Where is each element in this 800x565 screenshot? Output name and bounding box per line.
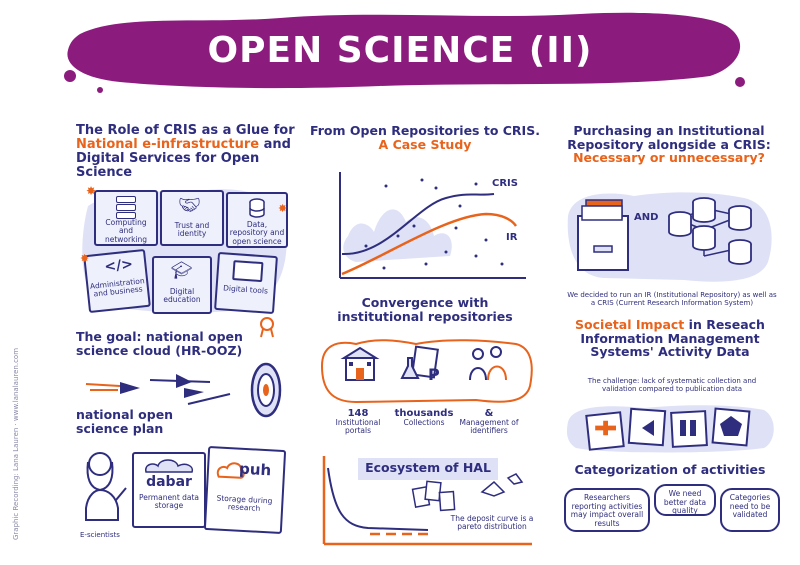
- spark-icon: ✸: [80, 252, 90, 265]
- right-heading: Purchasing an Institutional Repository a…: [562, 124, 776, 165]
- card-data: Data, repository and open science: [226, 192, 288, 248]
- escientists-label: E-scientists: [80, 531, 120, 539]
- cris-label: CRIS: [492, 178, 518, 189]
- card-education-label: Digital education: [163, 287, 201, 305]
- flask-document-icon: P: [400, 345, 440, 384]
- server-icon: [116, 196, 136, 219]
- ir-label: IR: [506, 232, 518, 243]
- stat-portals-value: 148: [347, 408, 369, 419]
- card-computing-label: Computing and networking: [104, 218, 148, 244]
- plan-heading: national open science plan: [76, 407, 174, 436]
- stat-identifiers-value: &: [484, 408, 494, 419]
- dabar-caption: Permanent data storage: [138, 493, 200, 511]
- categorization-heading: Categorization of activities: [574, 462, 766, 477]
- cloud-icon: [145, 459, 194, 473]
- hal-chart: [322, 456, 532, 546]
- puh-caption: Storage during research: [216, 493, 273, 514]
- right-heading-text: Purchasing an Institutional Repository a…: [567, 123, 771, 152]
- card-education: 🎓︎ Digital education: [152, 256, 212, 314]
- card-computing: Computing and networking: [94, 190, 158, 246]
- code-icon: </>: [103, 256, 134, 276]
- middle-heading-highlight: A Case Study: [378, 136, 472, 152]
- stat-portals-label: Institutional portals: [335, 418, 381, 436]
- stat-collections-value: thousands: [394, 408, 454, 419]
- card-trust-label: Trust and identity: [174, 221, 210, 239]
- stat-identifiers-label: Management of identifiers: [459, 418, 519, 436]
- card-tools: Digital tools: [214, 251, 278, 315]
- stat-identifiers: & Management of identifiers: [456, 408, 522, 436]
- cloud-icon: [216, 462, 245, 479]
- svg-text:P: P: [428, 365, 440, 384]
- left-heading-line2: National e-infrastructure and: [76, 138, 306, 152]
- ir-cris-drawing: [567, 192, 772, 282]
- ribbon-icon: [260, 317, 274, 338]
- bubble-researchers: Researchers reporting activities may imp…: [564, 488, 650, 532]
- left-heading-line1: The Role of CRIS as a Glue for: [76, 123, 295, 138]
- hal-heading: Ecosystem of HAL: [365, 460, 491, 475]
- convergence-heading: Convergence with institutional repositor…: [337, 295, 513, 324]
- bubble-categories: Categories need to be validated: [720, 488, 780, 532]
- activity-icons: [566, 405, 774, 453]
- decision-text: We decided to run an IR (Institutional R…: [567, 291, 777, 307]
- card-admin-label: Administration and business: [89, 276, 146, 299]
- stat-portals: 148 Institutional portals: [326, 408, 390, 436]
- left-heading-highlight: National e-infrastructure: [76, 137, 260, 153]
- building-icon: [340, 346, 380, 381]
- page-title: OPEN SCIENCE (II): [207, 30, 593, 71]
- target-arrows-drawing: [85, 362, 282, 418]
- left-heading: The Role of CRIS as a Glue for National …: [76, 123, 306, 181]
- left-heading-line3: Digital Services for Open Science: [76, 151, 260, 181]
- challenge-text: The challenge: lack of systematic collec…: [587, 377, 757, 393]
- card-admin: </> Administration and business: [83, 248, 151, 314]
- laptop-icon: [232, 260, 264, 283]
- impact-heading: Societal Impact in Reseach Information M…: [562, 318, 778, 359]
- puh-card: puh Storage during research: [203, 446, 287, 534]
- stat-collections-label: Collections: [403, 418, 445, 427]
- scientist-drawing: [85, 452, 127, 521]
- puh-logo: puh: [238, 459, 272, 480]
- bubble-data-quality: We need better data quality: [654, 484, 716, 516]
- left-heading-and: and: [263, 137, 291, 153]
- handshake-icon: 🤝︎: [178, 195, 201, 216]
- right-heading-highlight: Necessary or unnecessary?: [573, 150, 765, 165]
- and-label: AND: [634, 212, 659, 223]
- card-tools-label: Digital tools: [222, 283, 269, 296]
- people-icon: [469, 346, 507, 381]
- spark-icon: ✸: [86, 184, 97, 198]
- card-trust: 🤝︎ Trust and identity: [160, 190, 224, 246]
- goal-heading: The goal: national open science cloud (H…: [76, 329, 243, 358]
- card-data-label: Data, repository and open science: [229, 220, 285, 246]
- dabar-logo: dabar: [146, 474, 192, 490]
- impact-rest: in Reseach Information Management System…: [580, 317, 765, 359]
- stat-collections: thousands Collections: [392, 408, 456, 427]
- title-banner: [64, 12, 745, 93]
- impact-highlight: Societal Impact: [575, 317, 685, 332]
- cris-ir-chart: [339, 172, 526, 279]
- credit-text: Graphic Recording: Lana Lauren · www.lan…: [12, 347, 20, 540]
- middle-heading-line1: From Open Repositories to CRIS.: [310, 123, 540, 138]
- database-icon: [249, 198, 265, 218]
- middle-heading: From Open Repositories to CRIS. A Case S…: [310, 124, 540, 151]
- spark-icon: ✸: [278, 202, 288, 215]
- deposit-note: The deposit curve is a pareto distributi…: [450, 514, 534, 532]
- dabar-card: dabar Permanent data storage: [132, 452, 206, 528]
- graduation-cap-icon: 🎓︎: [171, 261, 193, 281]
